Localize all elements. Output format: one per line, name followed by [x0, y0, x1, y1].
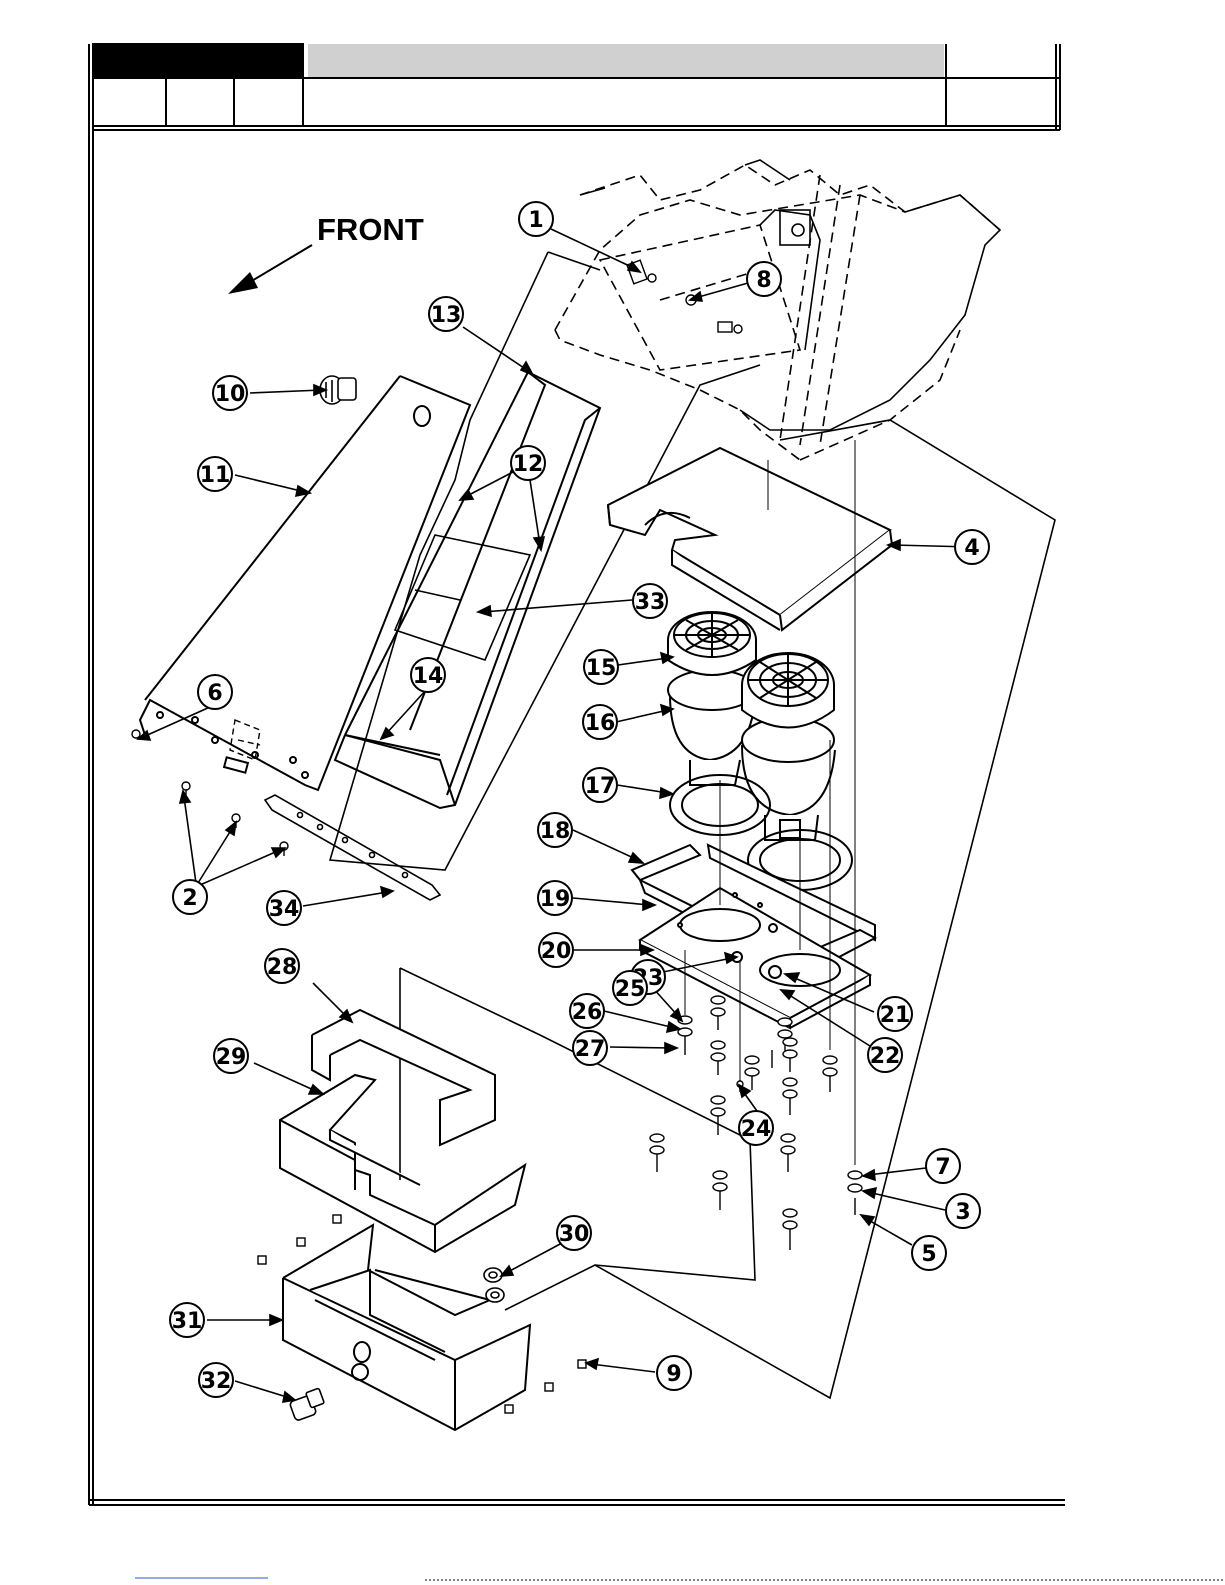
callout-29: 29 — [214, 1039, 248, 1073]
callout-14: 14 — [411, 658, 445, 692]
svg-text:2: 2 — [182, 886, 197, 911]
callout-32: 32 — [199, 1363, 233, 1397]
callout-8: 8 — [747, 262, 781, 296]
inner-frame-part-13 — [335, 372, 600, 808]
svg-text:4: 4 — [964, 536, 979, 561]
machine-bracket — [780, 210, 810, 245]
front-panel-part-11 — [140, 376, 470, 790]
callout-2: 2 — [173, 880, 207, 914]
svg-text:32: 32 — [201, 1369, 232, 1394]
svg-text:7: 7 — [935, 1155, 950, 1180]
svg-text:21: 21 — [880, 1003, 911, 1028]
svg-text:1: 1 — [528, 208, 543, 233]
svg-text:25: 25 — [615, 977, 646, 1002]
callout-28: 28 — [265, 949, 299, 983]
callout-7: 7 — [926, 1149, 960, 1183]
callout-9: 9 — [657, 1356, 691, 1390]
callout-11: 11 — [198, 457, 232, 491]
svg-text:9: 9 — [666, 1362, 681, 1387]
svg-text:8: 8 — [756, 268, 771, 293]
svg-text:33: 33 — [635, 590, 666, 615]
machine-body-solid — [580, 160, 1000, 430]
callout-13: 13 — [429, 297, 463, 331]
svg-text:22: 22 — [870, 1044, 901, 1069]
svg-text:30: 30 — [559, 1222, 590, 1247]
grommets-part-30 — [484, 1268, 504, 1302]
callout-26: 26 — [570, 994, 604, 1028]
callout-20: 20 — [539, 933, 573, 967]
foam-liner-part-28 — [312, 1010, 495, 1145]
svg-text:20: 20 — [541, 939, 572, 964]
callout-16: 16 — [583, 705, 617, 739]
callout-5: 5 — [912, 1236, 946, 1270]
bracket-hardware — [627, 260, 742, 333]
callout-24: 24 — [739, 1111, 773, 1145]
callout-15: 15 — [584, 650, 618, 684]
machine-body-outline — [555, 165, 1000, 460]
svg-text:19: 19 — [540, 887, 571, 912]
callout-22: 22 — [868, 1038, 902, 1072]
footer-rules — [135, 1578, 1225, 1580]
callout-30: 30 — [557, 1216, 591, 1250]
callout-1: 1 — [519, 202, 553, 236]
callout-4: 4 — [955, 530, 989, 564]
callout-17: 17 — [583, 768, 617, 802]
svg-text:6: 6 — [207, 681, 222, 706]
svg-text:18: 18 — [540, 819, 571, 844]
callout-19: 19 — [538, 881, 572, 915]
svg-text:29: 29 — [216, 1045, 247, 1070]
callout-10: 10 — [213, 376, 247, 410]
mounting-strip-part-34 — [265, 795, 440, 900]
svg-text:5: 5 — [921, 1242, 936, 1267]
title-block — [89, 44, 1065, 1505]
svg-text:3: 3 — [955, 1200, 970, 1225]
svg-text:28: 28 — [267, 955, 298, 980]
callout-18: 18 — [538, 813, 572, 847]
front-direction-arrow — [228, 245, 312, 294]
svg-text:13: 13 — [431, 303, 462, 328]
svg-text:34: 34 — [269, 897, 300, 922]
svg-text:26: 26 — [572, 1000, 603, 1025]
callout-34: 34 — [267, 891, 301, 925]
callout-12: 12 — [511, 446, 545, 480]
svg-text:11: 11 — [200, 463, 231, 488]
svg-text:15: 15 — [586, 656, 617, 681]
svg-text:24: 24 — [741, 1117, 772, 1142]
screws-part-2 — [132, 730, 288, 856]
svg-text:31: 31 — [172, 1309, 203, 1334]
callout-33: 33 — [633, 584, 667, 618]
svg-text:10: 10 — [215, 382, 246, 407]
callout-31: 31 — [170, 1303, 204, 1337]
panel-latch-bracket — [230, 720, 260, 760]
callout-21: 21 — [878, 997, 912, 1031]
callout-25: 25 — [613, 971, 647, 1005]
callout-3: 3 — [946, 1194, 980, 1228]
callout-27: 27 — [573, 1031, 607, 1065]
title-block-header-cell — [93, 44, 303, 78]
svg-text:14: 14 — [413, 664, 444, 689]
strain-relief-part-32 — [289, 1388, 324, 1421]
svg-text:27: 27 — [575, 1037, 606, 1062]
title-bar — [308, 44, 944, 78]
callout-6: 6 — [198, 675, 232, 709]
svg-text:12: 12 — [513, 452, 544, 477]
svg-text:17: 17 — [585, 774, 616, 799]
front-label: FRONT — [317, 212, 424, 247]
svg-text:16: 16 — [585, 711, 616, 736]
